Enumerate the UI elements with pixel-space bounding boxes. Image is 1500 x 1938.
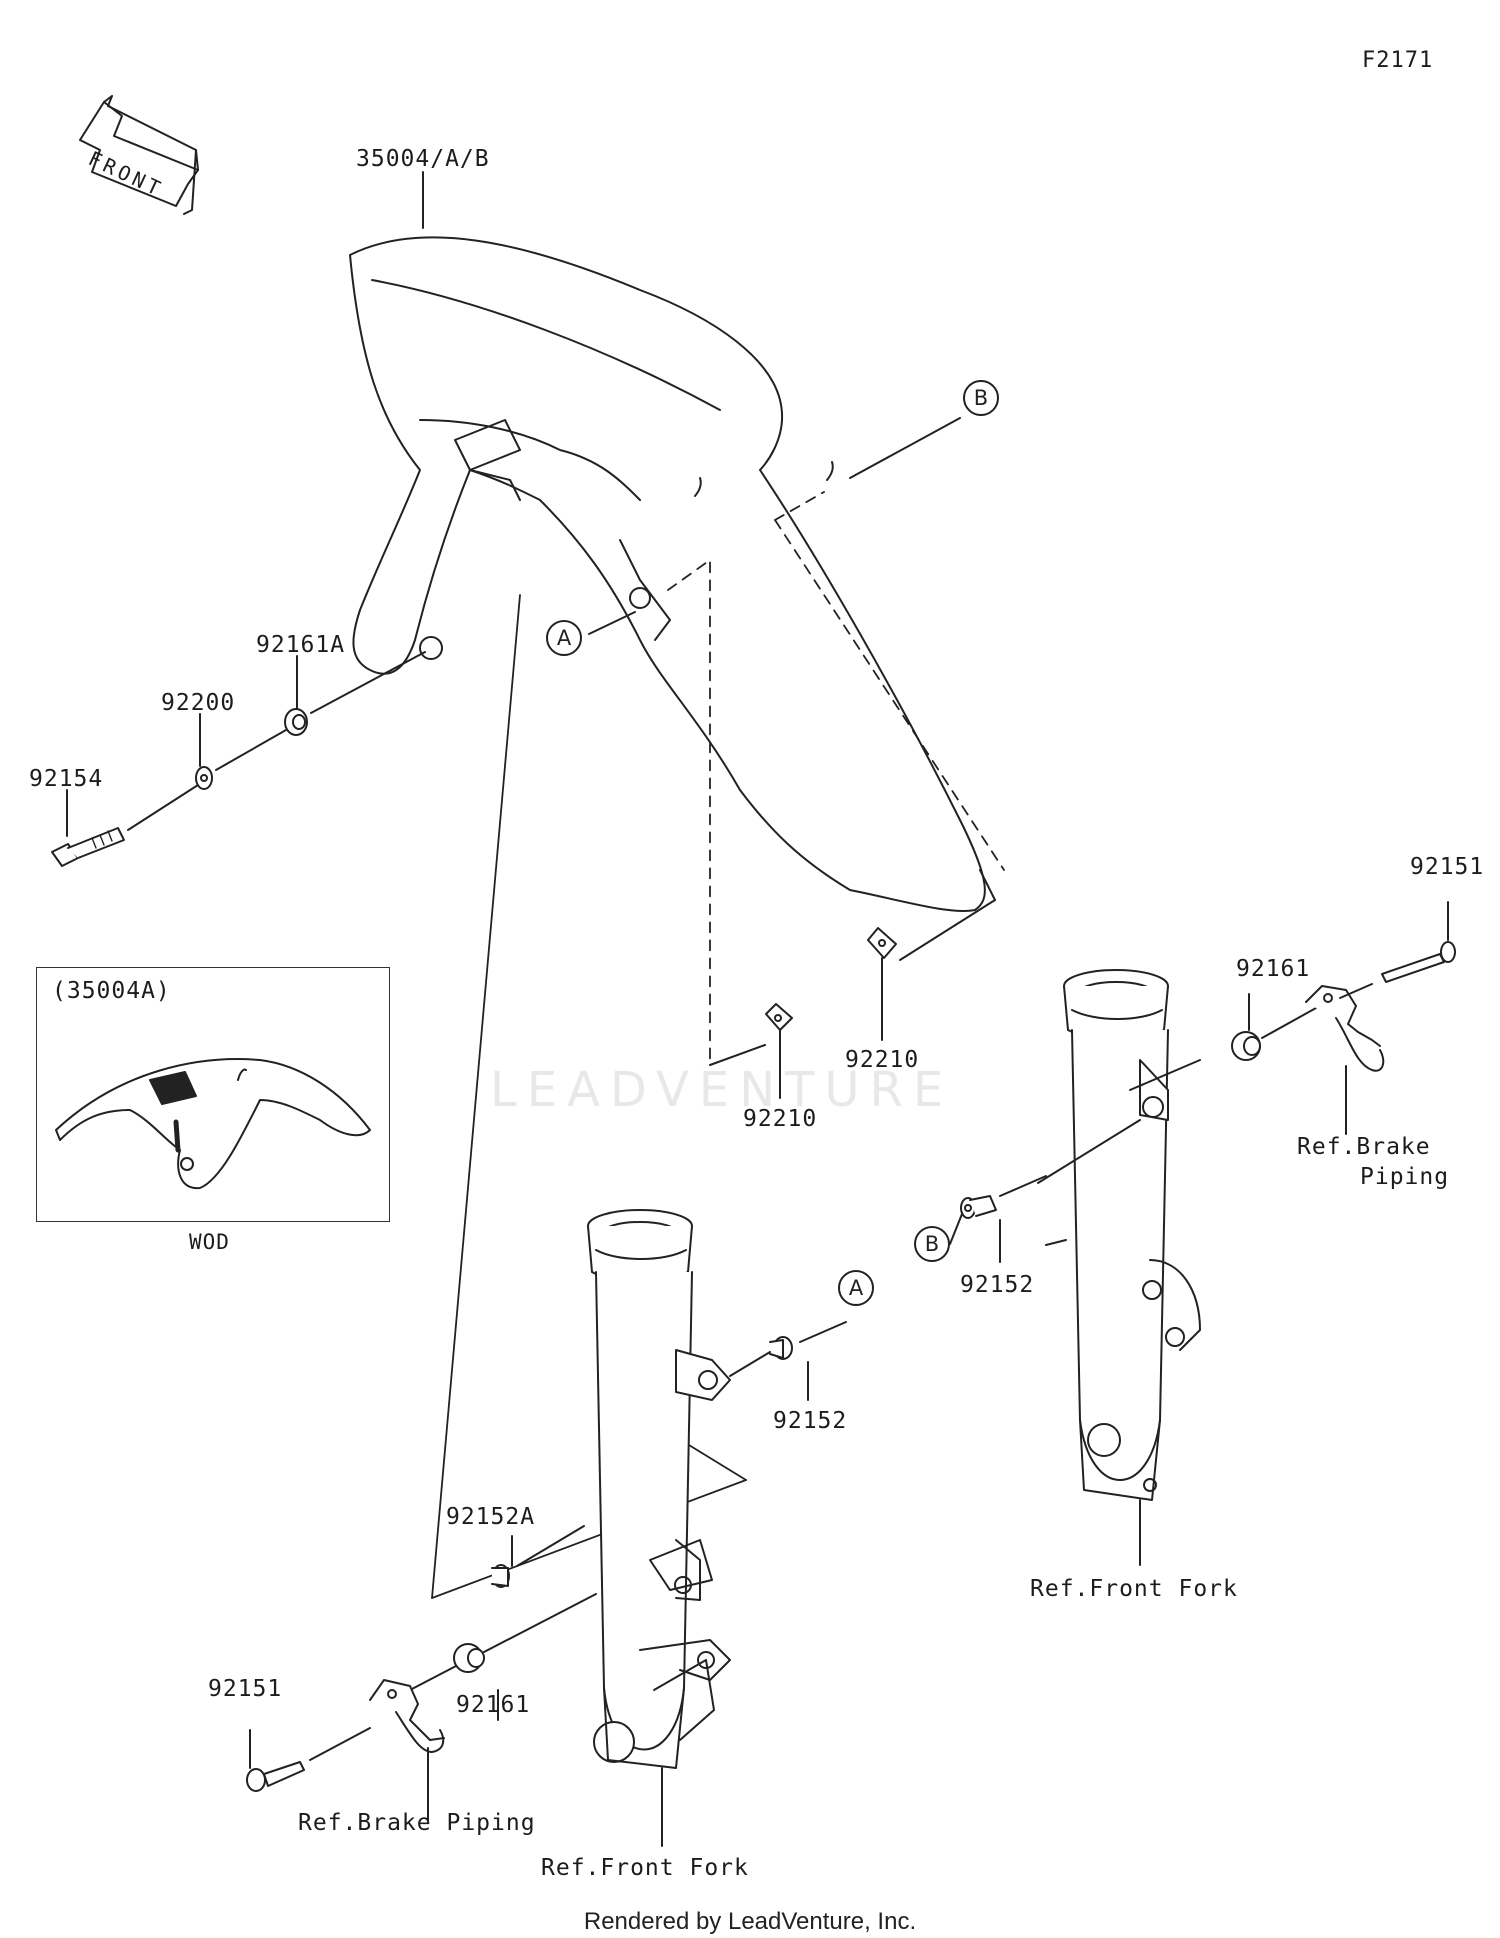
ref-brake-piping-right-line1: Ref.Brake xyxy=(1297,1134,1431,1160)
nut-92210-lower-drawing xyxy=(765,1003,793,1031)
collar-92152a-left-drawing xyxy=(491,1564,510,1588)
bracket-ref-brake-piping-right-drawing xyxy=(1305,985,1385,1072)
label-92152-left: 92152 xyxy=(773,1408,848,1434)
spacer-92161-left-drawing xyxy=(453,1643,485,1673)
label-92210-left: 92210 xyxy=(743,1106,818,1132)
inset-fender-drawing xyxy=(55,1058,371,1190)
grommet-92161a-drawing xyxy=(284,708,308,736)
collar-92152-left-drawing xyxy=(769,1336,793,1360)
front-fender-drawing xyxy=(349,236,1005,1066)
inset-box xyxy=(36,967,390,1222)
label-92161-right: 92161 xyxy=(1236,956,1311,982)
right-fork-drawing xyxy=(1045,969,1201,1501)
label-92200: 92200 xyxy=(161,690,236,716)
left-fork-drawing xyxy=(587,1209,731,1769)
nut-92210-upper-drawing xyxy=(867,927,897,959)
label-92161a: 92161A xyxy=(256,632,346,658)
inset-caption: WOD xyxy=(189,1230,230,1254)
label-92151-left: 92151 xyxy=(208,1676,283,1702)
callout-b-upper: B xyxy=(963,380,999,416)
footer-credit: Rendered by LeadVenture, Inc. xyxy=(583,1908,917,1935)
ref-brake-piping-left: Ref.Brake Piping xyxy=(298,1810,536,1836)
washer-92200-drawing xyxy=(195,766,213,790)
inset-title: (35004A) xyxy=(52,978,171,1004)
label-fender-35004: 35004/A/B xyxy=(356,146,490,172)
bolt-92151-left-drawing xyxy=(246,1761,305,1792)
label-92151-right: 92151 xyxy=(1410,854,1485,880)
bracket-ref-brake-piping-left-drawing xyxy=(369,1679,445,1753)
ref-front-fork-right: Ref.Front Fork xyxy=(1030,1576,1238,1602)
label-92154: 92154 xyxy=(29,766,104,792)
diagram-id: F2171 xyxy=(1362,48,1434,73)
ref-front-fork-left: Ref.Front Fork xyxy=(541,1855,749,1881)
collar-92152-right-drawing xyxy=(960,1195,997,1219)
ref-brake-piping-right-line2: Piping xyxy=(1360,1164,1450,1190)
bolt-92151-right-drawing xyxy=(1381,941,1456,983)
label-92210-right: 92210 xyxy=(845,1047,920,1073)
callout-a-upper: A xyxy=(546,620,582,656)
label-92152-right: 92152 xyxy=(960,1272,1035,1298)
front-arrow-icon xyxy=(79,95,199,215)
spacer-92161-right-drawing xyxy=(1231,1031,1261,1061)
bolt-92154-drawing xyxy=(51,827,125,867)
callout-b-lower: B xyxy=(914,1226,950,1262)
label-92152a: 92152A xyxy=(446,1504,536,1530)
watermark: LEADVENTURE xyxy=(490,1062,954,1118)
label-92161-left: 92161 xyxy=(456,1692,531,1718)
callout-a-lower: A xyxy=(838,1270,874,1306)
